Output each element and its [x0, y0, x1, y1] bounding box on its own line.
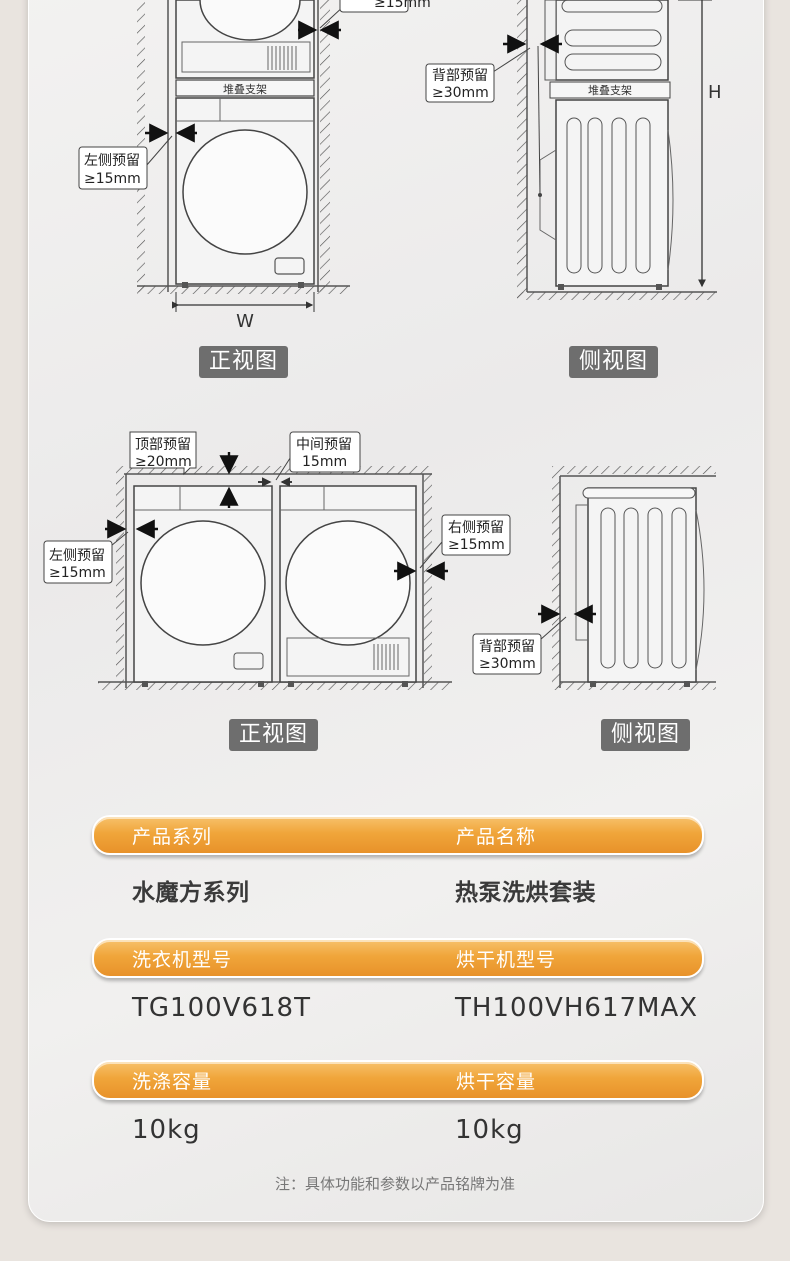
stacked-front-view [78, 0, 409, 312]
spec-header-models: 洗衣机型号 烘干机型号 [92, 938, 704, 978]
sbs-back-clearance-line1: 背部预留 [479, 639, 535, 655]
right-clearance-line2: ≥15mm [448, 537, 505, 553]
sbs-front-view-label: 正视图 [229, 719, 319, 751]
spec-value-washer-model: TG100V618T [132, 993, 311, 1023]
sbs-left-clearance-line2: ≥15mm [49, 565, 106, 581]
top-right-clearance-label: ≥15mm [374, 0, 431, 11]
spec-label-dry-capacity: 烘干容量 [456, 1071, 537, 1093]
spec-header-capacity: 洗涤容量 烘干容量 [92, 1060, 704, 1100]
spec-label-product-name: 产品名称 [456, 826, 537, 848]
footnote: 注：具体功能和参数以产品铭牌为准 [274, 1175, 515, 1193]
spec-value-dry-capacity: 10kg [455, 1115, 524, 1145]
stacked-side-view-label: 侧视图 [569, 346, 659, 378]
stacked-front-view-label: 正视图 [199, 346, 289, 378]
middle-clearance-line1: 中间预留 [296, 437, 352, 453]
sbs-side-view-label: 侧视图 [601, 719, 691, 751]
installation-diagram: ≥15mm 左侧预留 ≥15mm 堆叠支架 W [43, 0, 722, 690]
spec-value-series: 水魔方系列 [132, 880, 250, 906]
side-by-side-front-view [43, 431, 511, 690]
left-clearance-line2: ≥15mm [84, 171, 141, 187]
middle-clearance-line2: 15mm [302, 454, 347, 470]
spec-value-wash-capacity: 10kg [132, 1115, 201, 1145]
top-clearance-line2: ≥20mm [135, 454, 192, 470]
left-clearance-line1: 左侧预留 [84, 153, 140, 169]
top-clearance-line1: 顶部预留 [135, 437, 191, 453]
height-label: H [708, 82, 722, 103]
spec-label-wash-capacity: 洗涤容量 [132, 1071, 213, 1093]
side-by-side-side-view [472, 466, 716, 690]
right-clearance-line1: 右侧预留 [448, 520, 504, 536]
back-clearance-line1: 背部预留 [432, 68, 488, 84]
width-label: W [236, 311, 254, 332]
spec-label-series: 产品系列 [132, 826, 213, 848]
spec-label-dryer-model: 烘干机型号 [456, 949, 557, 971]
back-clearance-line2: ≥30mm [432, 85, 489, 101]
spec-label-washer-model: 洗衣机型号 [132, 949, 233, 971]
stacking-bracket-front-label: 堆叠支架 [223, 83, 267, 96]
spec-value-product-name: 热泵洗烘套装 [455, 880, 596, 906]
sbs-left-clearance-line1: 左侧预留 [49, 548, 105, 564]
sbs-back-clearance-line2: ≥30mm [479, 656, 536, 672]
spec-header-series: 产品系列 产品名称 [92, 815, 704, 855]
spec-value-dryer-model: TH100VH617MAX [455, 993, 699, 1023]
stacked-side-view [425, 0, 717, 300]
stacking-bracket-side-label: 堆叠支架 [588, 84, 632, 97]
